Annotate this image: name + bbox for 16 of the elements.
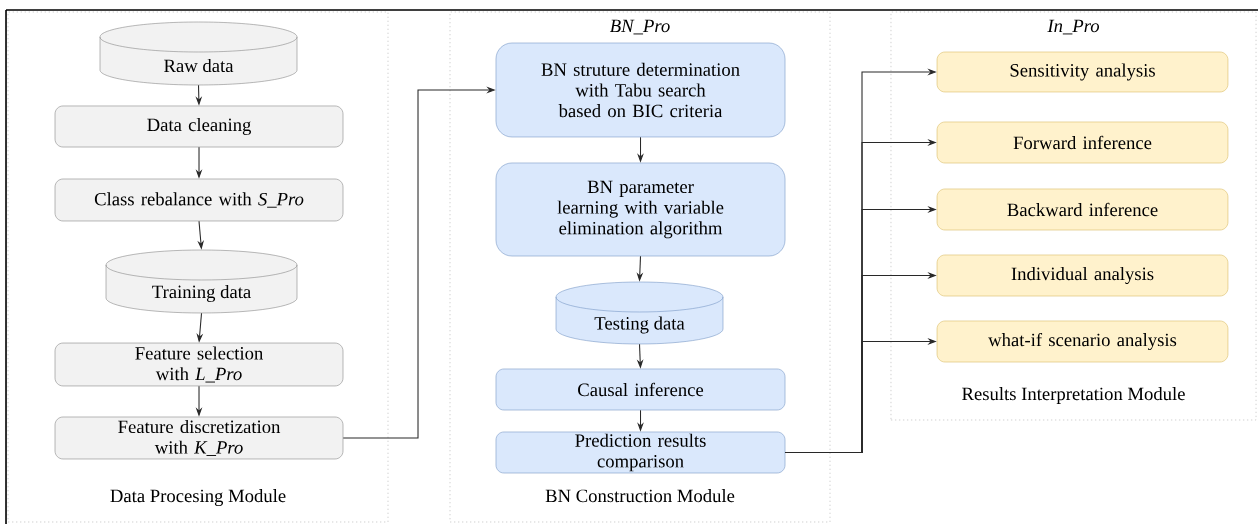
- process-box: Feature selection with L_Pro: [54, 342, 344, 387]
- process-box: what-if scenario analysis: [936, 320, 1229, 363]
- process-box: Forward inference: [936, 121, 1229, 164]
- process-box: Class rebalance with S_Pro: [54, 178, 344, 222]
- database-cylinder: Raw data: [99, 21, 298, 86]
- process-box: Backward inference: [936, 188, 1229, 231]
- process-box: Individual analysis: [936, 254, 1229, 297]
- process-box: Feature discretization with K_Pro: [54, 416, 344, 460]
- database-cylinder: Testing data: [555, 281, 724, 345]
- process-box: Sensitivity analysis: [936, 51, 1229, 93]
- database-cylinder: Training data: [105, 249, 298, 314]
- process-box: Prediction results comparison: [495, 431, 786, 474]
- process-box: BN struture determination with Tabu search based on BIC criteria: [495, 42, 786, 138]
- process-box: BN parameter learning with variable elimination algorithm: [495, 162, 786, 257]
- process-box: Causal inference: [495, 368, 786, 411]
- process-box: Data cleaning: [54, 105, 344, 148]
